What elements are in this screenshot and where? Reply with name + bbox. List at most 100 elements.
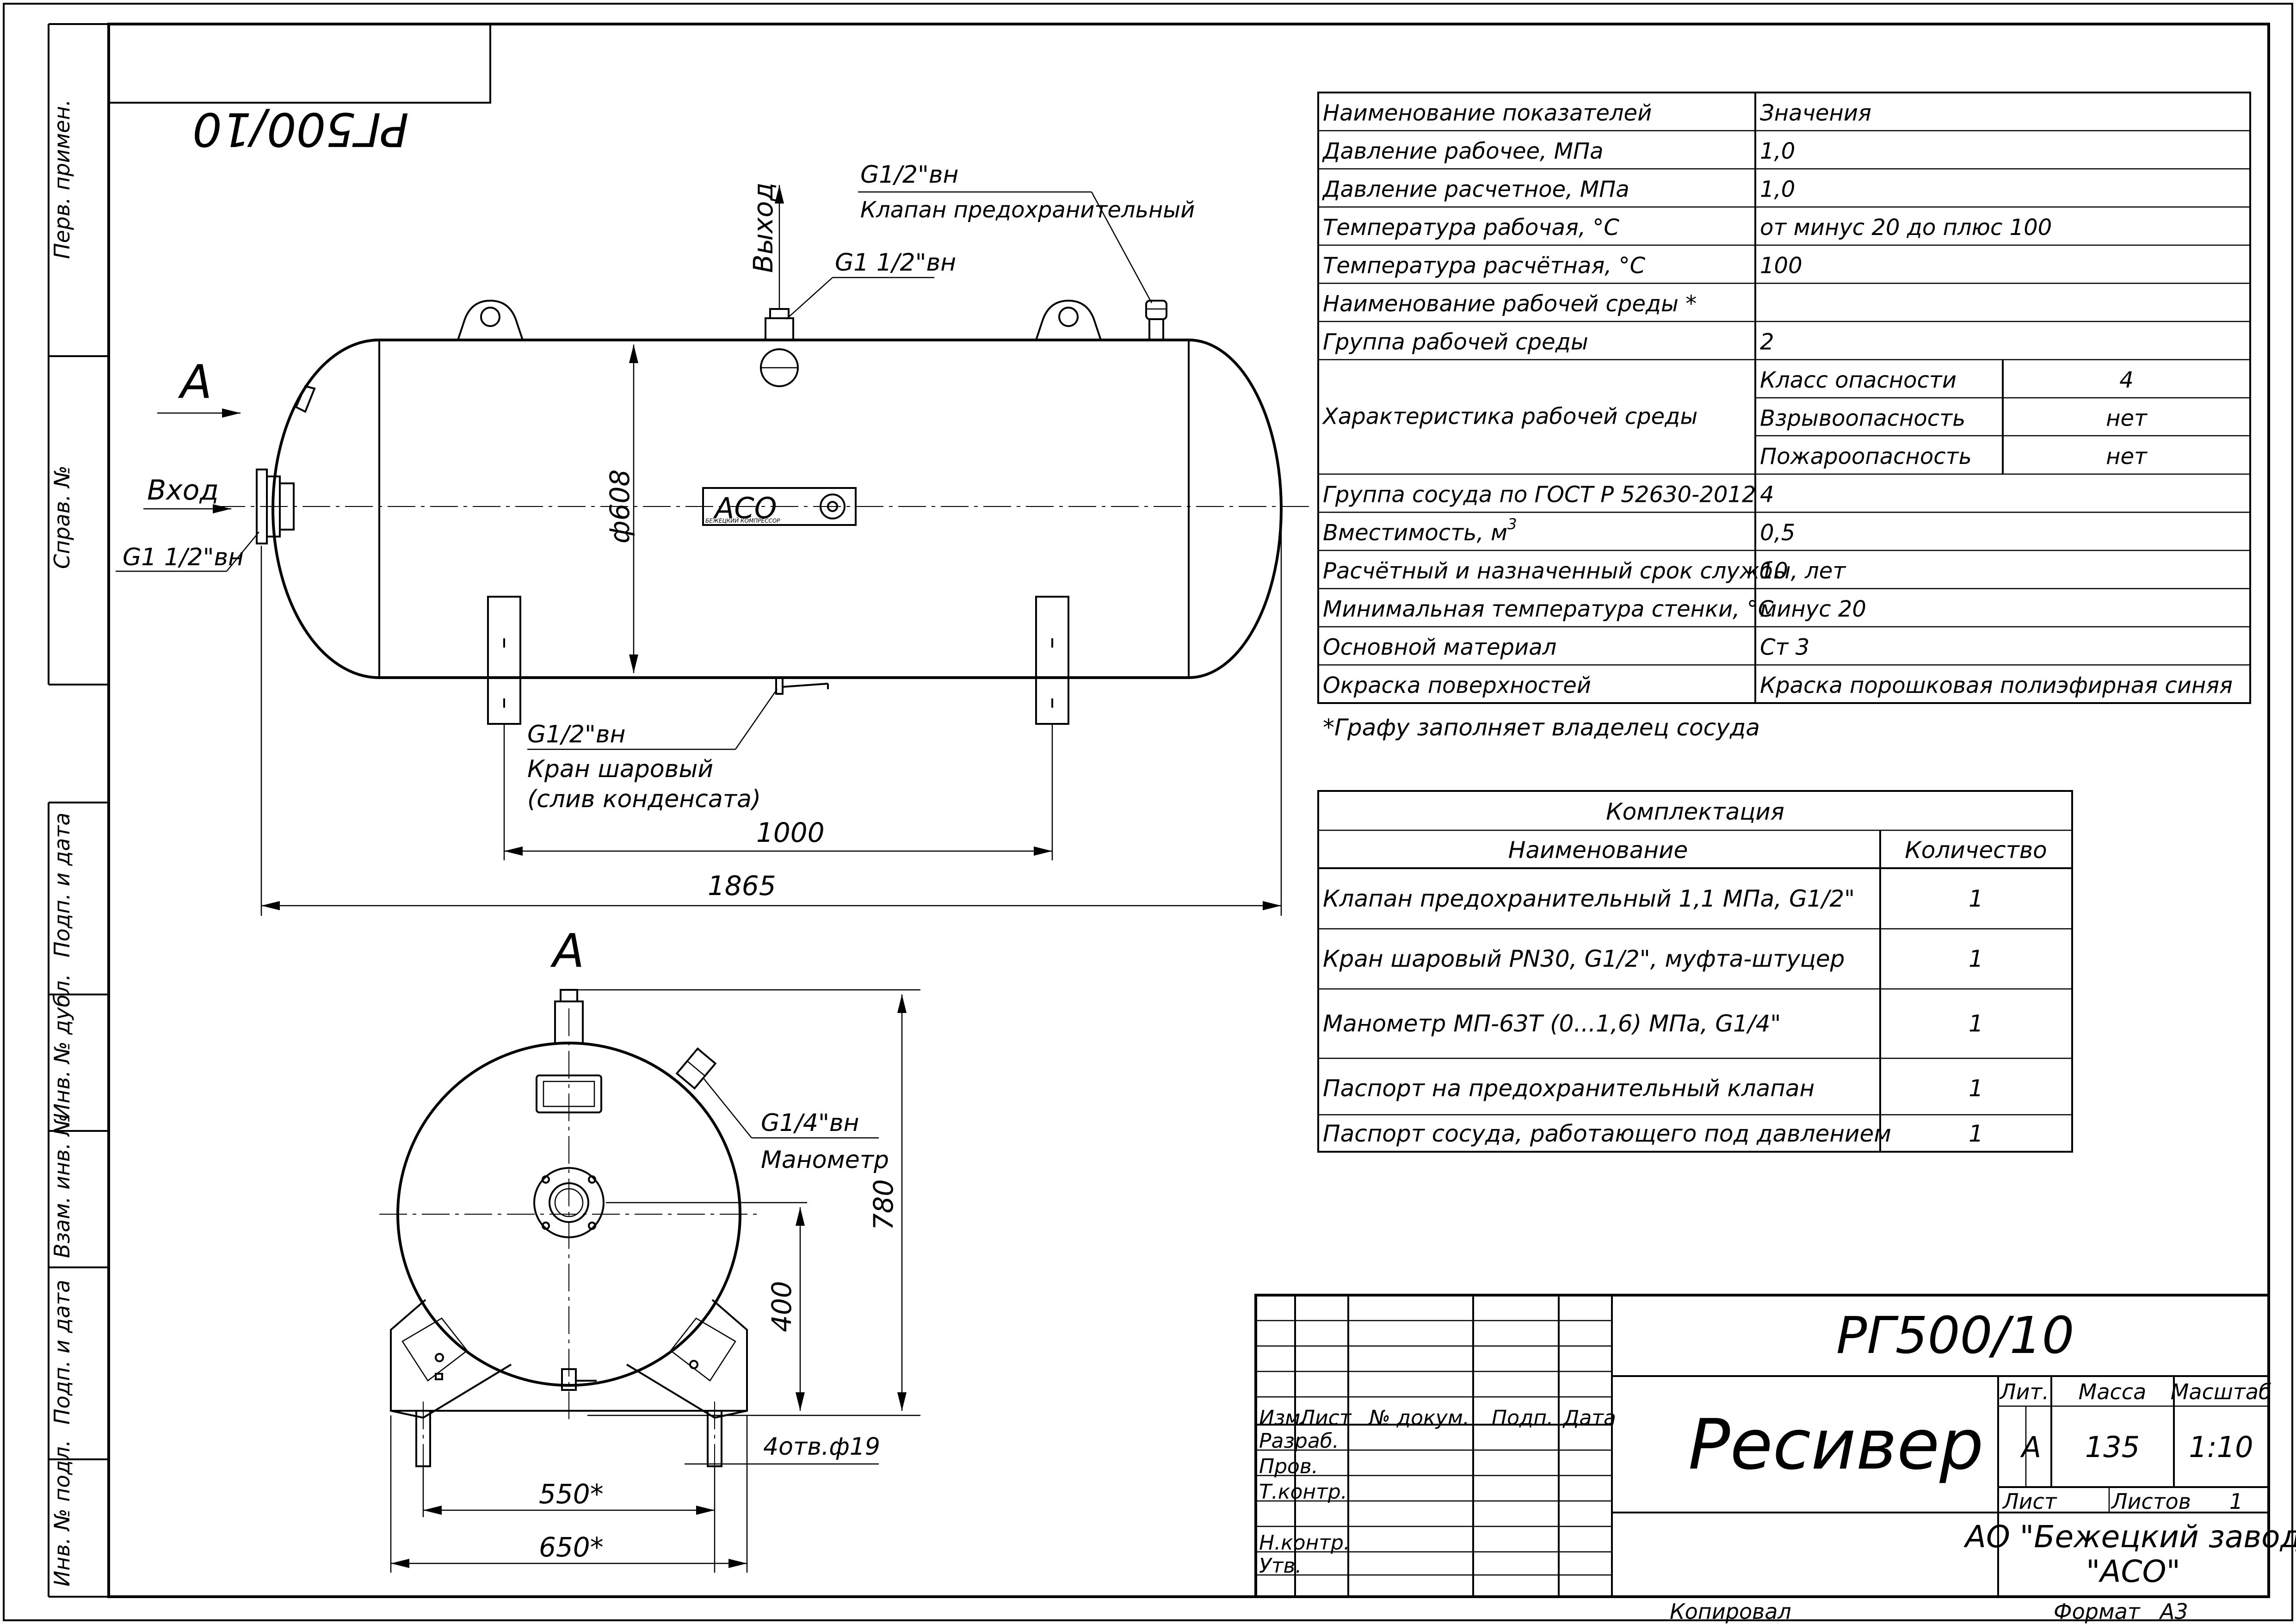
scale-value: 1:10 bbox=[2189, 1430, 2253, 1464]
spec-medium-3-value: нет bbox=[2106, 444, 2148, 469]
kit-row-3-qty: 1 bbox=[1969, 1010, 1983, 1037]
spec-row2-1-name: Группа сосуда по ГОСТ Р 52630-2012 bbox=[1323, 482, 1756, 508]
kit-row-1-name: Клапан предохранительный 1,1 МПа, G1/2" bbox=[1323, 885, 1855, 912]
mass-value: 135 bbox=[2085, 1430, 2140, 1464]
side-view-label: A bbox=[550, 924, 584, 978]
superscript: 3 bbox=[1507, 515, 1517, 533]
view-a-label: A bbox=[178, 355, 212, 409]
spec-row-2-value: 1,0 bbox=[1760, 138, 1795, 164]
spec-medium-2-name: Взрывоопасность bbox=[1760, 406, 1965, 432]
outer-border bbox=[3, 3, 2293, 1621]
outlet-label: Выход bbox=[747, 183, 779, 273]
spec-row-3-value: 1,0 bbox=[1760, 177, 1795, 203]
kit-row-2-name: Кран шаровый PN30, G1/2", муфта-штуцер bbox=[1323, 945, 1845, 972]
kit-header-name: Наименование bbox=[1508, 837, 1688, 864]
valve-label: Клапан предохранительный bbox=[860, 197, 1195, 223]
drain-label-1: Кран шаровый bbox=[527, 755, 713, 783]
spec-table: Наименование показателей ЗначенияДавление… bbox=[1317, 92, 2251, 741]
designation: РГ500/10 bbox=[1836, 1306, 2074, 1365]
gauge-label: Манометр bbox=[761, 1146, 889, 1174]
sheets-value: 1 bbox=[2229, 1489, 2243, 1514]
spec-row2-4-value: минус 20 bbox=[1760, 596, 1866, 622]
logo-text: АСО bbox=[713, 491, 777, 525]
drain-thread: G1/2"вн bbox=[527, 721, 626, 748]
strip-label-7: Инв. № подл. bbox=[49, 1440, 74, 1587]
col-sign: Подп. bbox=[1492, 1406, 1553, 1430]
role-nkontr: Н.контр. bbox=[1259, 1531, 1350, 1555]
front-view: АСО БЕЖЕЦКИЙ КОМПРЕССОР ф608 A Вход G1 1… bbox=[116, 161, 1309, 916]
strip-label-3: Подп. и дата bbox=[49, 813, 74, 957]
format-value: А3 bbox=[2159, 1599, 2188, 1624]
spec-row-2-name: Давление рабочее, МПа bbox=[1322, 138, 1604, 164]
dim-supports: 1000 bbox=[756, 817, 825, 848]
kit-row-4-name: Паспорт на предохранительный клапан bbox=[1323, 1075, 1815, 1102]
dim-diameter: ф608 bbox=[604, 469, 636, 543]
spec-row-4-name: Температура рабочая, °С bbox=[1323, 215, 1619, 241]
valve-thread: G1/2"вн bbox=[860, 161, 959, 189]
lit-value: А bbox=[2020, 1430, 2041, 1464]
strip-label-6: Подп. и дата bbox=[49, 1280, 74, 1425]
spec-row-6-name: Наименование рабочей среды * bbox=[1323, 291, 1697, 317]
title-block: РГ500/10 Ресивер Изм. Лист № докум. Подп… bbox=[1254, 1294, 2296, 1624]
spec-row2-5-name: Основной материал bbox=[1323, 635, 1556, 661]
outlet-thread: G1 1/2"вн bbox=[835, 249, 956, 277]
strip-label-1: Перв. примен. bbox=[49, 99, 74, 259]
side-view: A bbox=[379, 924, 920, 1573]
spec-row2-2-name: Вместимость, м3 bbox=[1323, 515, 1517, 546]
mirrored-designation: РГ500/10 bbox=[192, 102, 409, 156]
role-prov: Пров. bbox=[1259, 1455, 1318, 1478]
strip-label-5: Взам. инв. № bbox=[49, 1114, 74, 1258]
kit-header-qty: Количество bbox=[1905, 837, 2047, 864]
spec-row2-3-name: Расчётный и назначенный срок службы, лет bbox=[1323, 558, 1846, 584]
dim-total: 1865 bbox=[708, 870, 776, 902]
mass-label: Масса bbox=[2079, 1379, 2147, 1404]
col-izm: Изм. bbox=[1259, 1406, 1307, 1430]
spec-row2-5-value: Ст 3 bbox=[1760, 635, 1809, 661]
role-tkontr: Т.контр. bbox=[1259, 1480, 1347, 1504]
holes-dim: 4отв.ф19 bbox=[763, 1433, 880, 1461]
dim-550: 550* bbox=[539, 1478, 604, 1510]
col-list: Лист bbox=[1299, 1406, 1352, 1430]
spec-row-5-name: Температура расчётная, °С bbox=[1323, 253, 1646, 279]
spec-row2-3-value: 10 bbox=[1760, 558, 1788, 584]
drain-label-2: (слив конденсата) bbox=[527, 785, 761, 813]
spec-footnote: *Графу заполняет владелец сосуда bbox=[1323, 714, 1760, 741]
copied-label: Копировал bbox=[1670, 1599, 1791, 1624]
spec-row-1-value: Значения bbox=[1760, 100, 1871, 126]
kit-title: Комплектация bbox=[1606, 798, 1784, 825]
spec-row2-6-value: Краска порошковая полиэфирная синяя bbox=[1760, 673, 2233, 698]
format-label: Формат bbox=[2054, 1599, 2141, 1624]
kit-row-3-name: Манометр МП-63Т (0...1,6) МПа, G1/4" bbox=[1323, 1010, 1781, 1037]
inlet-thread: G1 1/2"вн bbox=[123, 543, 244, 571]
spec-row-5-value: 100 bbox=[1760, 253, 1802, 279]
strip-label-4: Инв. № дубл. bbox=[49, 974, 74, 1119]
spec-row-3-name: Давление расчетное, МПа bbox=[1322, 177, 1629, 203]
spec-row2-2-value: 0,5 bbox=[1760, 520, 1795, 546]
inlet-label: Вход bbox=[147, 474, 219, 506]
scale-label: Масштаб bbox=[2171, 1379, 2272, 1404]
dim-axis: 400 bbox=[766, 1281, 797, 1332]
spec-row2-6-name: Окраска поверхностей bbox=[1323, 673, 1591, 698]
spec-medium-1-name: Класс опасности bbox=[1760, 367, 1957, 393]
spec-row-1-name: Наименование показателей bbox=[1323, 100, 1652, 126]
sheets-label: Листов bbox=[2111, 1489, 2191, 1514]
spec-medium-3-name: Пожароопасность bbox=[1760, 444, 1972, 469]
spec-row2-4-name: Минимальная температура стенки, °С bbox=[1323, 596, 1774, 622]
dim-height: 780 bbox=[868, 1179, 899, 1230]
kit-row-2-qty: 1 bbox=[1969, 945, 1983, 972]
mirrored-stamp: РГ500/10 bbox=[108, 23, 491, 156]
drawing-name: Ресивер bbox=[1688, 1405, 1984, 1485]
side-strip: Перв. примен. Справ. № Подп. и дата Инв.… bbox=[48, 23, 109, 1598]
kit-row-5-name: Паспорт сосуда, работающего под давление… bbox=[1323, 1120, 1891, 1147]
kit-row-4-qty: 1 bbox=[1969, 1075, 1983, 1102]
dim-650: 650* bbox=[539, 1531, 604, 1563]
strip-label-2: Справ. № bbox=[49, 465, 74, 569]
spec-row-7-value: 2 bbox=[1760, 329, 1774, 355]
spec-medium-1-value: 4 bbox=[2119, 367, 2134, 393]
company-line-2: "АСО" bbox=[2086, 1554, 2180, 1589]
inner-frame bbox=[107, 23, 2270, 1598]
lit-label: Лит. bbox=[1999, 1379, 2049, 1404]
kit-row-1-qty: 1 bbox=[1969, 885, 1983, 912]
logo-subtext: БЕЖЕЦКИЙ КОМПРЕССОР bbox=[705, 517, 780, 524]
